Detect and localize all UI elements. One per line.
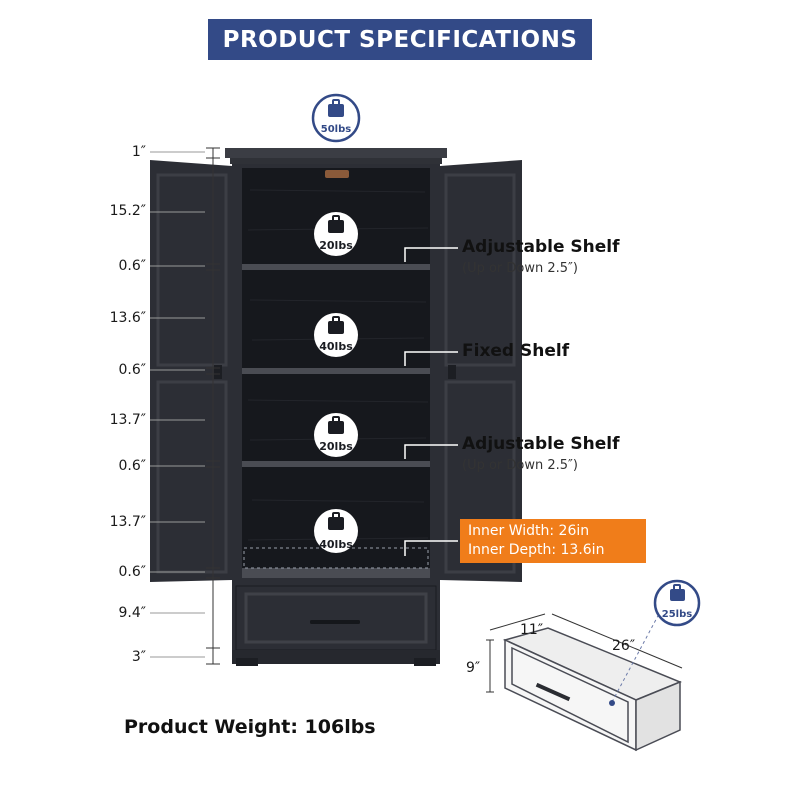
weight-icon: [328, 99, 344, 117]
shelf-load-badge-2: 40lbs: [314, 313, 358, 357]
top-load-badge: 50lbs: [311, 93, 361, 143]
shelf-load-label: 40lbs: [319, 538, 353, 551]
inner-depth-label: Inner Depth: 13.6in: [468, 542, 605, 558]
dim-label-compartment-1: 15.2″: [109, 203, 146, 219]
callout-leaders: [404, 247, 458, 556]
weight-icon: [670, 584, 685, 601]
shelf-load-badge-1: 20lbs: [314, 212, 358, 256]
drawer-load-label: 25lbs: [662, 609, 693, 620]
right-door: [440, 160, 522, 582]
product-weight: Product Weight: 106lbs: [124, 716, 376, 738]
weight-icon: [328, 215, 344, 233]
weight-icon: [328, 316, 344, 334]
page-title-banner: PRODUCT SPECIFICATIONS: [208, 19, 592, 60]
shelf-load-label: 40lbs: [319, 340, 353, 353]
drawer-load-badge: 25lbs: [653, 579, 701, 627]
page-title: PRODUCT SPECIFICATIONS: [222, 26, 578, 53]
dim-label-top-trim: 1″: [131, 144, 146, 160]
callout-adjustable-shelf-2-title: Adjustable Shelf: [462, 434, 620, 454]
left-door: [150, 160, 232, 582]
dim-label-base: 3″: [131, 649, 146, 665]
dim-label-shelf-2: 0.6″: [118, 362, 147, 378]
drawer-depth-label: 11″: [520, 622, 543, 638]
dim-label-compartment-3: 13.7″: [109, 412, 146, 428]
weight-icon: [328, 416, 344, 434]
inner-width-label: Inner Width: 26in: [468, 523, 590, 539]
shelf-load-label: 20lbs: [319, 239, 353, 252]
drawer-height-label: 9″: [466, 660, 480, 676]
shelf-load-badge-3: 20lbs: [314, 413, 358, 457]
callout-adjustable-shelf-1-title: Adjustable Shelf: [462, 237, 620, 257]
dim-label-shelf-3: 0.6″: [118, 458, 147, 474]
dim-label-compartment-2: 13.6″: [109, 310, 146, 326]
shelf-load-label: 20lbs: [319, 440, 353, 453]
inner-dimensions-box: Inner Width: 26in Inner Depth: 13.6in: [460, 519, 646, 563]
top-load-label: 50lbs: [321, 124, 352, 135]
shelf-load-badge-4: 40lbs: [314, 509, 358, 553]
callout-fixed-shelf-title: Fixed Shelf: [462, 341, 570, 361]
callout-adjustable-shelf-1-note: (Up or Down 2.5″): [462, 261, 578, 276]
dim-label-bottom-panel: 0.6″: [118, 564, 147, 580]
weight-icon: [328, 512, 344, 530]
callout-adjustable-shelf-2-note: (Up or Down 2.5″): [462, 458, 578, 473]
drawer-width-label: 26″: [612, 638, 635, 654]
dim-label-compartment-4: 13.7″: [109, 514, 146, 530]
dim-label-shelf-1: 0.6″: [118, 258, 147, 274]
height-dimension-line: [150, 147, 220, 665]
drawer-illustration: [486, 611, 683, 752]
dim-label-drawer: 9.4″: [118, 605, 147, 621]
